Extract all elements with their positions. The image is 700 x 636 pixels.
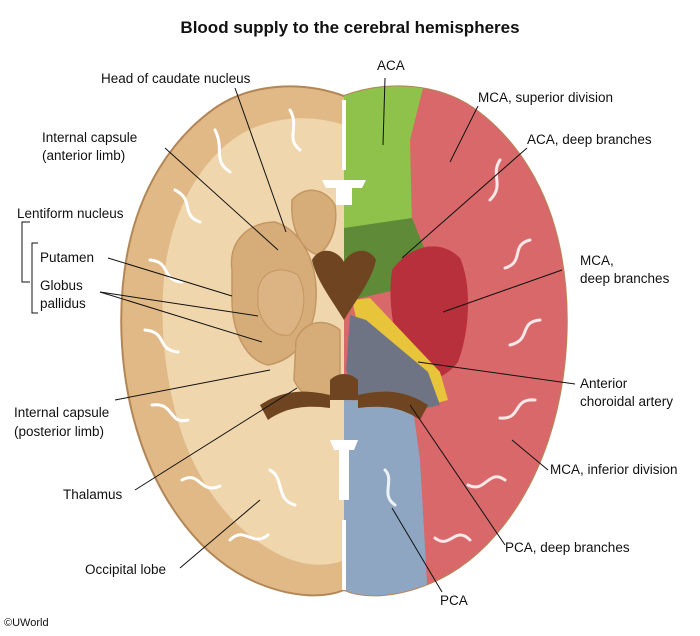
label-aca-deep: ACA, deep branches bbox=[527, 132, 652, 147]
label-putamen: Putamen bbox=[40, 250, 94, 265]
basal-ganglia-left bbox=[230, 189, 341, 401]
leader-lines bbox=[21, 77, 576, 593]
label-aca: ACA bbox=[377, 58, 405, 73]
pca-territory bbox=[344, 400, 428, 596]
pca-deep-territory bbox=[346, 315, 440, 410]
lentiform-sub-bracket bbox=[31, 242, 38, 314]
labels-left: Head of caudate nucleus Internal capsule… bbox=[14, 71, 251, 577]
label-head-caudate: Head of caudate nucleus bbox=[101, 71, 251, 86]
label-ic-anterior-2: (anterior limb) bbox=[42, 148, 125, 163]
label-occipital: Occipital lobe bbox=[85, 562, 166, 577]
label-mca-deep-2: deep branches bbox=[580, 271, 670, 286]
label-ic-posterior-1: Internal capsule bbox=[14, 405, 109, 420]
labels-right: ACA MCA, superior division ACA, deep bra… bbox=[377, 58, 678, 608]
label-ic-anterior-1: Internal capsule bbox=[42, 130, 137, 145]
globus-pallidus bbox=[257, 269, 305, 336]
aca-territory bbox=[344, 86, 425, 228]
label-pca-deep: PCA, deep branches bbox=[505, 540, 630, 555]
label-globus-1: Globus bbox=[40, 278, 83, 293]
label-mca-superior: MCA, superior division bbox=[478, 90, 613, 105]
label-ic-posterior-2: (posterior limb) bbox=[14, 424, 104, 439]
ventricles bbox=[260, 250, 428, 420]
label-lentiform: Lentiform nucleus bbox=[17, 206, 124, 221]
midline-fissure bbox=[322, 100, 366, 590]
lentiform-bracket bbox=[21, 221, 30, 283]
caudate-head bbox=[291, 189, 337, 256]
label-ant-choroidal-1: Anterior bbox=[580, 376, 628, 391]
diagram-title: Blood supply to the cerebral hemispheres bbox=[180, 18, 519, 37]
copyright: ©UWorld bbox=[4, 617, 49, 629]
brain-section bbox=[120, 85, 568, 597]
label-mca-inferior: MCA, inferior division bbox=[550, 462, 678, 477]
label-ant-choroidal-2: choroidal artery bbox=[580, 394, 673, 409]
cortical-folds bbox=[143, 108, 302, 542]
label-pca: PCA bbox=[440, 593, 468, 608]
label-thalamus: Thalamus bbox=[63, 487, 123, 502]
label-mca-deep-1: MCA, bbox=[580, 253, 614, 268]
vascular-territories bbox=[344, 86, 567, 596]
label-globus-2: pallidus bbox=[40, 296, 86, 311]
